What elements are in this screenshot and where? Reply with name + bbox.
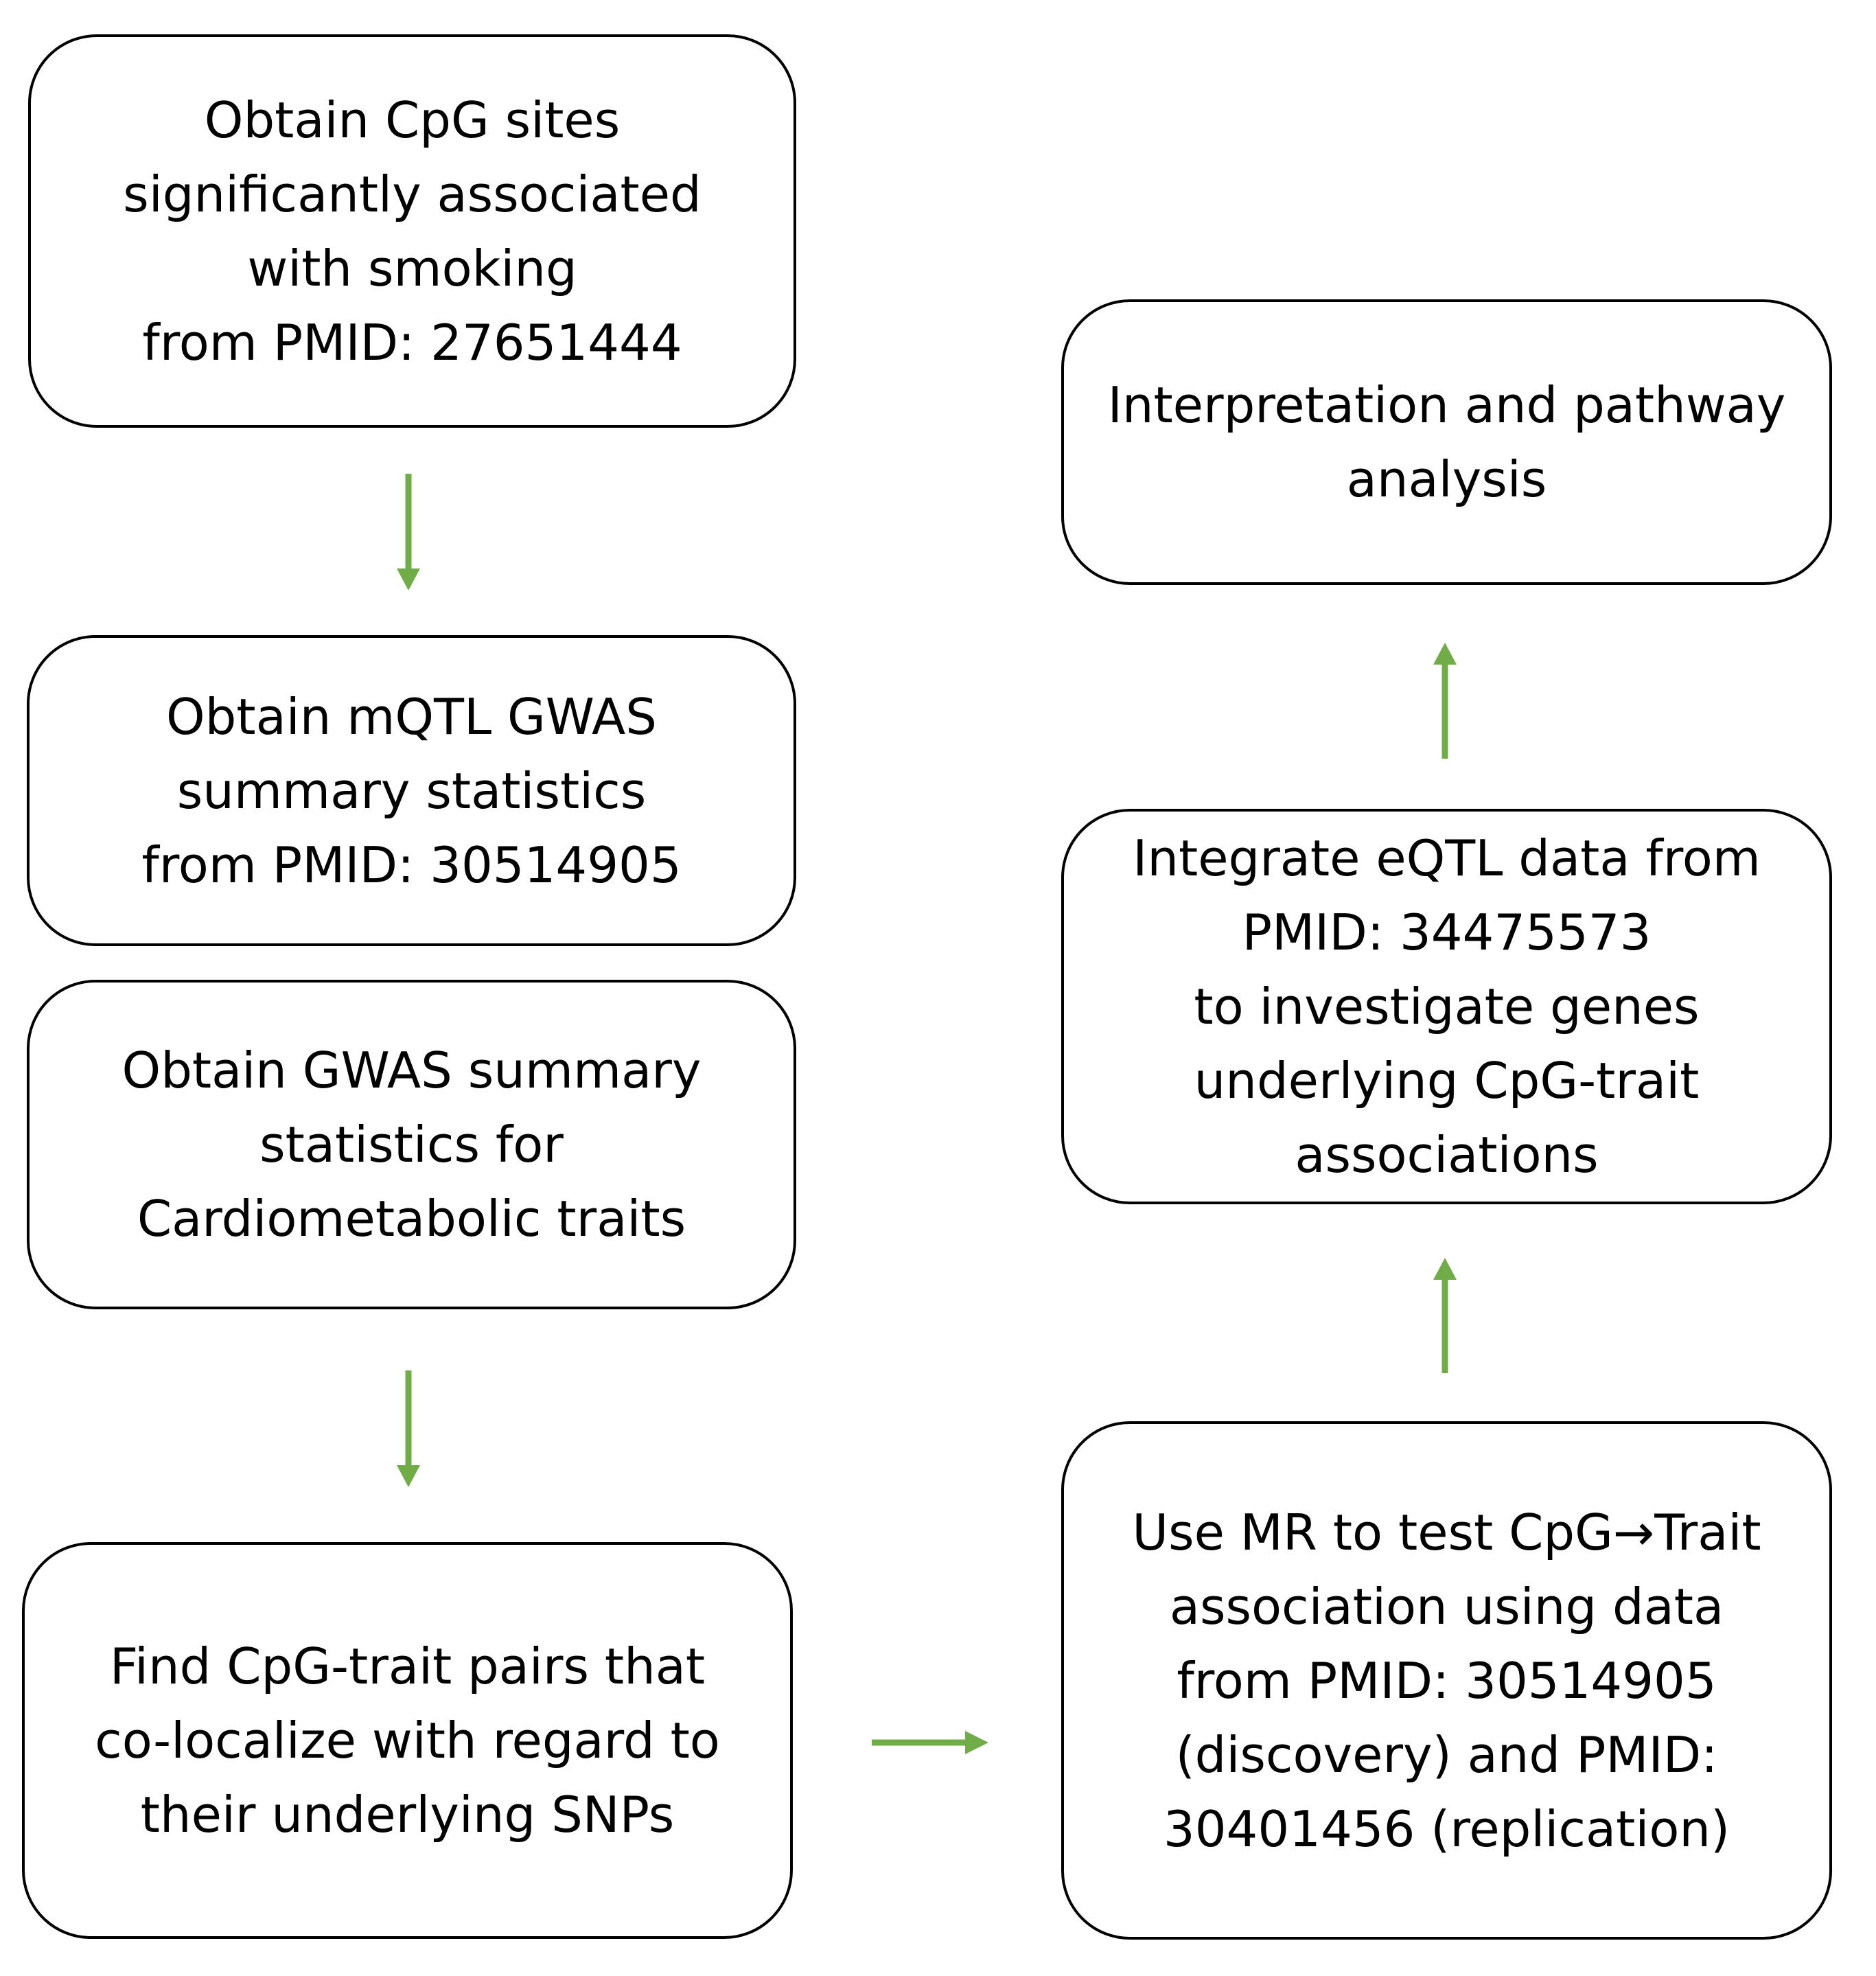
- step-box-obtain-cpg-sites: Obtain CpG sites significantly associate…: [28, 34, 796, 428]
- box-text-line: association using data: [1169, 1577, 1724, 1635]
- box-text-line: their underlying SNPs: [140, 1786, 675, 1843]
- box-text-line: significantly associated: [123, 165, 702, 223]
- box-text-line: Find CpG-trait pairs that: [109, 1638, 706, 1695]
- step-box-obtain-gwas-cardiometabolic: Obtain GWAS summary statistics for Cardi…: [27, 980, 796, 1309]
- box-text-line: Cardiometabolic traits: [137, 1190, 686, 1248]
- box-text-line: Obtain GWAS summary: [121, 1042, 702, 1099]
- arrow-right-icon: [872, 1731, 988, 1754]
- box-text-line: Use MR to test CpG→Trait: [1132, 1503, 1761, 1561]
- box-text-line: co-localize with regard to: [95, 1712, 720, 1769]
- arrow-down-icon: [397, 474, 420, 590]
- box-text-line: analysis: [1346, 450, 1547, 508]
- box-text-line: with smoking: [247, 239, 577, 297]
- box-text-line: from PMID: 30514905: [1177, 1651, 1717, 1710]
- box-text-line: Obtain mQTL GWAS: [165, 687, 658, 746]
- box-text-line: summary statistics: [176, 761, 647, 820]
- box-text-line: Obtain CpG sites: [204, 91, 621, 149]
- box-text-line: 30401456 (replication): [1163, 1800, 1730, 1858]
- step-box-integrate-eqtl: Integrate eQTL data from PMID: 34475573 …: [1061, 809, 1832, 1204]
- step-box-mendelian-randomization: Use MR to test CpG→Trait association usi…: [1061, 1421, 1832, 1940]
- arrow-up-icon: [1433, 1258, 1457, 1373]
- box-text-line: (discovery) and PMID:: [1175, 1725, 1718, 1784]
- box-text-line: Integrate eQTL data from: [1133, 829, 1761, 887]
- box-text-line: Interpretation and pathway: [1107, 376, 1786, 434]
- box-text-line: to investigate genes: [1194, 978, 1700, 1035]
- box-text-line: statistics for: [259, 1116, 564, 1173]
- box-text-line: associations: [1295, 1126, 1599, 1184]
- step-box-interpretation-pathway: Interpretation and pathway analysis: [1061, 299, 1832, 585]
- box-text-line: from PMID: 27651444: [142, 313, 682, 371]
- step-box-find-colocalized-pairs: Find CpG-trait pairs that co-localize wi…: [22, 1542, 793, 1939]
- arrow-up-icon: [1433, 643, 1457, 759]
- arrow-down-icon: [397, 1370, 420, 1487]
- box-text-line: underlying CpG-trait: [1194, 1052, 1700, 1110]
- box-text-line: PMID: 34475573: [1242, 904, 1652, 961]
- box-text-line: from PMID: 30514905: [141, 836, 682, 894]
- step-box-obtain-mqtl-gwas: Obtain mQTL GWAS summary statistics from…: [27, 635, 796, 946]
